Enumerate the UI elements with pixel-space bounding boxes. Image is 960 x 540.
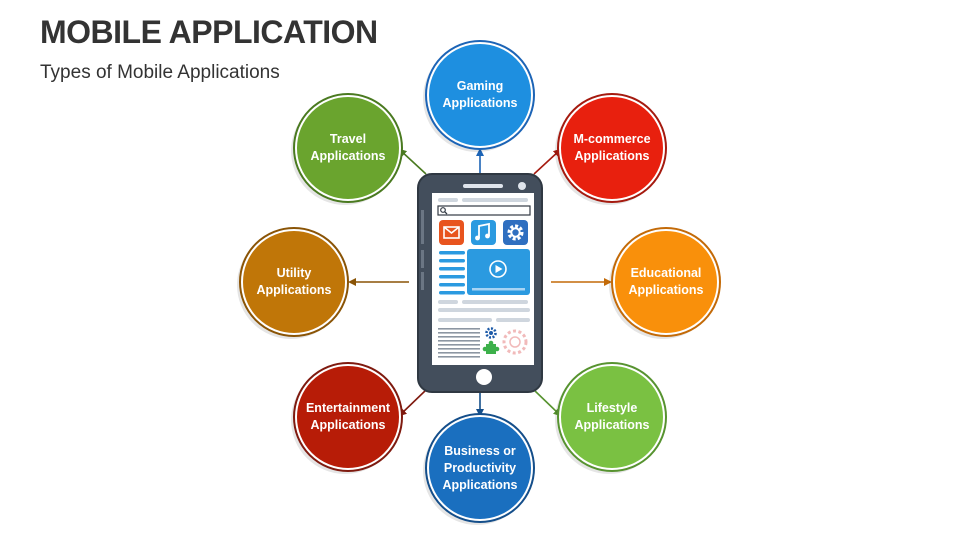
screen-line — [462, 300, 528, 304]
search-icon — [440, 207, 448, 215]
screen-line — [439, 259, 465, 263]
connector-travel — [398, 148, 427, 175]
screen-line — [439, 291, 465, 295]
phone-side-button — [421, 210, 424, 244]
phone-speaker — [463, 184, 503, 188]
gear-icon — [485, 327, 497, 339]
play-icon[interactable] — [489, 260, 507, 278]
video-player[interactable] — [467, 249, 530, 295]
node-label: M-commerce Applications — [573, 132, 651, 163]
node-lifestyle: Lifestyle Applications — [557, 362, 667, 472]
connector-lifestyle — [533, 389, 562, 417]
node-mcommerce: M-commerce Applications — [557, 93, 667, 203]
screen-line — [438, 300, 458, 304]
phone-home-button[interactable] — [476, 369, 492, 385]
puzzle-icon — [482, 340, 500, 354]
page-subtitle: Types of Mobile Applications — [40, 62, 280, 83]
node-label: Educational Applications — [628, 266, 704, 297]
node-gaming: Gaming Applications — [425, 40, 535, 150]
node-label: Travel Applications — [310, 132, 386, 163]
node-business: Business or Productivity Applications — [425, 413, 535, 523]
smartphone — [417, 173, 543, 393]
connector-mcommerce — [533, 148, 562, 175]
screen-line — [439, 283, 465, 287]
node-educational: Educational Applications — [611, 227, 721, 337]
text-block — [438, 328, 480, 358]
screen-line — [439, 251, 465, 255]
screen-search-bar[interactable] — [437, 205, 531, 216]
phone-camera — [518, 182, 526, 190]
node-travel: Travel Applications — [293, 93, 403, 203]
node-label: Gaming Applications — [442, 79, 518, 110]
screen-line — [462, 198, 528, 202]
screen-line — [438, 198, 458, 202]
mail-icon[interactable] — [439, 220, 464, 245]
connector-entertainment — [398, 389, 427, 417]
node-label: Utility Applications — [256, 266, 332, 297]
screen-line — [439, 267, 465, 271]
video-progress[interactable] — [472, 288, 525, 291]
node-entertainment: Entertainment Applications — [293, 362, 403, 472]
screen-line — [438, 318, 492, 322]
connectors — [348, 148, 612, 417]
screen-line — [438, 308, 530, 312]
page-title: MOBILE APPLICATION — [40, 14, 378, 50]
node-label: Lifestyle Applications — [574, 401, 650, 432]
gear-outline-icon — [502, 329, 528, 355]
node-label: Entertainment Applications — [305, 401, 391, 432]
node-label: Business or Productivity Applications — [442, 443, 518, 492]
screen-line — [496, 318, 530, 322]
phone-side-button — [421, 272, 424, 290]
screen-line — [439, 275, 465, 279]
gear-icon[interactable] — [503, 220, 528, 245]
node-utility: Utility Applications — [239, 227, 349, 337]
music-note-icon[interactable] — [471, 220, 496, 245]
phone-side-button — [421, 250, 424, 268]
